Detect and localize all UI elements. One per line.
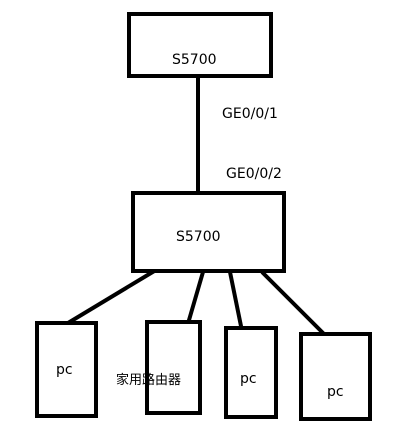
- top-switch-box: [127, 12, 273, 78]
- link-main-to-pc-3: [260, 270, 326, 336]
- main-switch-node: S5700: [131, 191, 286, 273]
- home-router-node: 家用路由器: [116, 320, 202, 415]
- home-router-box: [145, 320, 202, 415]
- pc-3-node: pc: [299, 332, 372, 421]
- home-router-label: 家用路由器: [116, 372, 181, 388]
- pc-2-box: [224, 326, 278, 419]
- top-switch-label: S5700: [172, 52, 217, 68]
- main-switch-label: S5700: [176, 229, 221, 245]
- pc-2-node: pc: [224, 326, 278, 419]
- pc-3-label: pc: [327, 384, 344, 400]
- pc-2-label: pc: [240, 371, 257, 387]
- link-main-to-pc-2: [228, 271, 244, 332]
- main-switch-box: [131, 191, 286, 273]
- pc-1-node: pc: [35, 321, 98, 418]
- pc-1-box: [35, 321, 98, 418]
- port-label-uplink: GE0/0/1: [222, 106, 278, 122]
- link-main-to-pc-1: [66, 268, 158, 325]
- top-switch-node: S5700: [127, 12, 273, 78]
- pc-3-box: [299, 332, 372, 421]
- port-label-downlink: GE0/0/2: [226, 166, 282, 182]
- link-main-to-home-router: [185, 271, 205, 328]
- pc-1-label: pc: [56, 362, 73, 378]
